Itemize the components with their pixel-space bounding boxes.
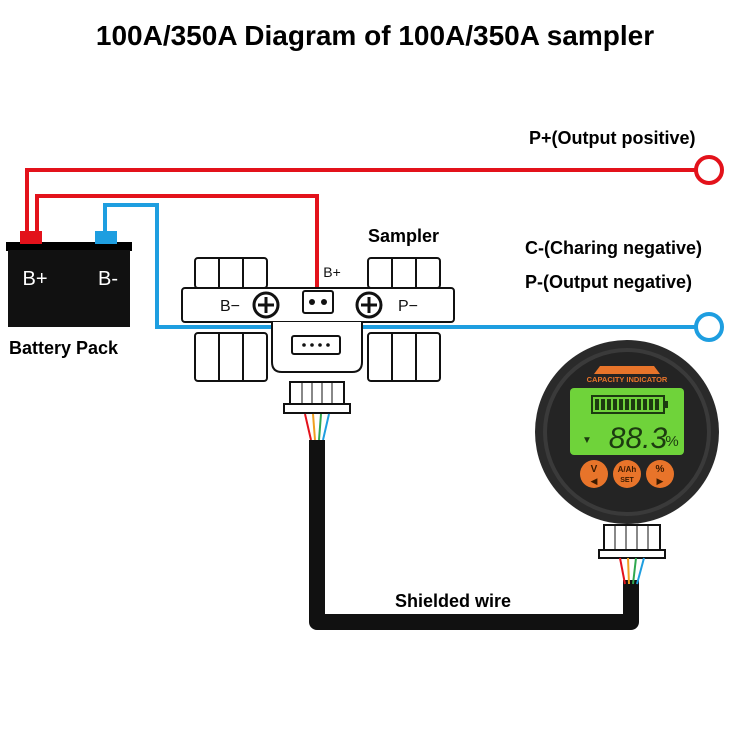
- sampler-cable-plug: [283, 381, 351, 441]
- meter-button-set-bottom: SET: [620, 477, 634, 484]
- shielded-cable: [309, 440, 639, 630]
- capacity-meter: CAPACITY INDICATOR ▼ 88.3 % V ◀: [535, 340, 719, 524]
- battery-level-icon: [591, 395, 668, 414]
- sampler-b-minus-label: B−: [220, 298, 240, 315]
- sampler-p-minus-label: P−: [398, 298, 418, 315]
- sampler-details: [302, 299, 330, 347]
- sampler-b-plus-label: B+: [323, 264, 341, 280]
- meter-header: CAPACITY INDICATOR: [587, 375, 668, 384]
- p-plus-label: P+(Output positive): [529, 128, 696, 148]
- b-minus-bolt-icon: [252, 291, 280, 319]
- meter-unit: %: [665, 433, 678, 450]
- meter-button-percent-top: %: [656, 464, 665, 475]
- battery-b-minus-label: B-: [98, 268, 118, 290]
- meter-button-v-top: V: [591, 464, 598, 475]
- p-minus-ring-terminal: [694, 312, 724, 342]
- p-plus-ring-terminal: [694, 155, 724, 185]
- meter-button-percent[interactable]: % ▶: [646, 460, 674, 488]
- sampler-module: [181, 257, 455, 382]
- negative-wire: [103, 203, 696, 329]
- shielded-wire-label: Shielded wire: [395, 591, 512, 611]
- battery-pack-label: Battery Pack: [9, 338, 119, 358]
- sampler-label: Sampler: [368, 226, 440, 246]
- battery-positive-terminal: [20, 231, 42, 244]
- p-minus-bolt-icon: [355, 291, 383, 319]
- meter-button-set-top: A/Ah: [618, 465, 637, 474]
- meter-button-v[interactable]: V ◀: [580, 460, 608, 488]
- meter-reading: 88.3: [609, 422, 668, 455]
- battery-negative-terminal: [95, 231, 117, 244]
- battery-pack: B+ B-: [6, 231, 132, 327]
- battery-b-plus-label: B+: [22, 268, 47, 290]
- c-minus-label: C-(Charing negative): [525, 238, 703, 258]
- meter-button-set[interactable]: A/Ah SET: [613, 460, 641, 488]
- positive-wire: [25, 168, 697, 292]
- p-minus-label: P-(Output negative): [525, 272, 692, 292]
- diagram-title: 100A/350A Diagram of 100A/350A sampler: [95, 20, 655, 51]
- meter-button-v-bottom: ◀: [591, 476, 598, 486]
- meter-button-percent-bottom: ▶: [657, 476, 664, 486]
- meter-cable-plug: [598, 524, 666, 585]
- down-arrow-icon: ▼: [582, 435, 592, 446]
